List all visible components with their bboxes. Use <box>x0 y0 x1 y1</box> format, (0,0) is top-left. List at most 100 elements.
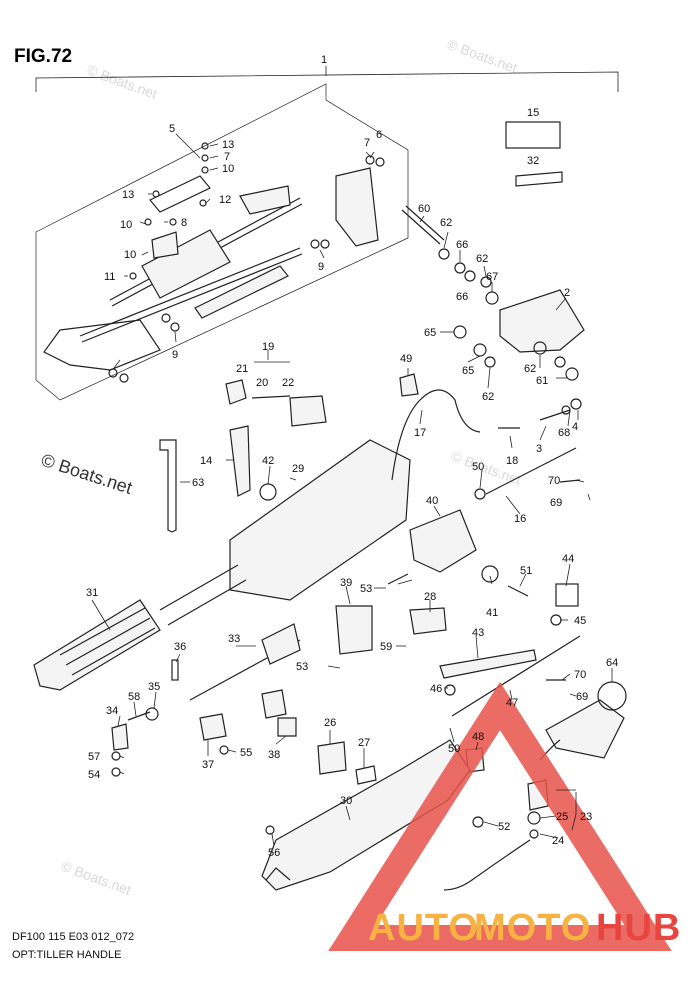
callout-52[interactable]: 52 <box>498 821 510 833</box>
figure-title: FIG.72 <box>14 46 72 67</box>
callout-45[interactable]: 45 <box>574 615 586 627</box>
callout-35[interactable]: 35 <box>148 681 160 693</box>
callout-23[interactable]: 23 <box>580 811 592 823</box>
callout-43[interactable]: 43 <box>472 627 484 639</box>
callout-60[interactable]: 60 <box>418 203 430 215</box>
callout-27[interactable]: 27 <box>358 737 370 749</box>
callout-20[interactable]: 20 <box>256 377 268 389</box>
callout-57[interactable]: 57 <box>88 751 100 763</box>
callout-49[interactable]: 49 <box>400 353 412 365</box>
callout-39[interactable]: 39 <box>340 577 352 589</box>
callout-5[interactable]: 5 <box>169 123 175 135</box>
svg-text:MOTO: MOTO <box>474 907 591 949</box>
callout-56[interactable]: 56 <box>268 847 280 859</box>
callout-62a[interactable]: 62 <box>440 217 452 229</box>
callout-17[interactable]: 17 <box>414 427 426 439</box>
shift-decal <box>505 121 561 149</box>
callout-62c[interactable]: 62 <box>482 391 494 403</box>
callout-22[interactable]: 22 <box>282 377 294 389</box>
callout-67[interactable]: 67 <box>486 271 498 283</box>
callout-1[interactable]: 1 <box>321 54 327 66</box>
callout-14[interactable]: 14 <box>200 455 212 467</box>
callout-50b[interactable]: 50 <box>448 743 460 755</box>
callout-28[interactable]: 28 <box>424 591 436 603</box>
callout-7b[interactable]: 7 <box>364 137 370 149</box>
callout-38[interactable]: 38 <box>268 749 280 761</box>
callout-44[interactable]: 44 <box>562 553 574 565</box>
callout-55[interactable]: 55 <box>240 747 252 759</box>
callout-64[interactable]: 64 <box>606 657 618 669</box>
callout-18[interactable]: 18 <box>506 455 518 467</box>
callout-21[interactable]: 21 <box>236 363 248 375</box>
callout-59[interactable]: 59 <box>380 641 392 653</box>
callout-61[interactable]: 61 <box>536 375 548 387</box>
svg-text:AUTO: AUTO <box>368 907 479 949</box>
callout-10[interactable]: 10 <box>222 163 234 175</box>
callout-29[interactable]: 29 <box>292 463 304 475</box>
arm-64 <box>545 699 625 759</box>
callout-9a[interactable]: 9 <box>318 261 324 273</box>
callout-69a[interactable]: 69 <box>550 497 562 509</box>
callout-66b[interactable]: 66 <box>456 291 468 303</box>
callout-53a[interactable]: 53 <box>360 583 372 595</box>
callout-50a[interactable]: 50 <box>472 461 484 473</box>
callout-42[interactable]: 42 <box>262 455 274 467</box>
callout-33[interactable]: 33 <box>228 633 240 645</box>
callout-63[interactable]: 63 <box>192 477 204 489</box>
callout-34[interactable]: 34 <box>106 705 118 717</box>
callout-30[interactable]: 30 <box>340 795 352 807</box>
plate-44 <box>555 583 579 607</box>
callout-9b[interactable]: 9 <box>172 349 178 361</box>
callout-51[interactable]: 51 <box>520 565 532 577</box>
clip-49 <box>399 373 419 397</box>
bracket-hardware <box>401 205 585 421</box>
callout-58[interactable]: 58 <box>128 691 140 703</box>
callout-47[interactable]: 47 <box>506 697 518 709</box>
decal-strip <box>515 171 563 187</box>
callout-4[interactable]: 4 <box>572 421 578 433</box>
callout-15[interactable]: 15 <box>527 107 539 119</box>
callout-26[interactable]: 26 <box>324 717 336 729</box>
callout-6[interactable]: 6 <box>376 129 382 141</box>
callout-36[interactable]: 36 <box>174 641 186 653</box>
callout-7[interactable]: 7 <box>224 151 230 163</box>
callout-10c[interactable]: 10 <box>124 249 136 261</box>
callout-41[interactable]: 41 <box>486 607 498 619</box>
callout-24[interactable]: 24 <box>552 835 564 847</box>
watermark: © Boats.net <box>59 858 134 898</box>
callout-69b[interactable]: 69 <box>576 691 588 703</box>
callout-32[interactable]: 32 <box>527 155 539 167</box>
callout-68[interactable]: 68 <box>558 427 570 439</box>
callout-65a[interactable]: 65 <box>424 327 436 339</box>
callout-70a[interactable]: 70 <box>548 475 560 487</box>
callout-54[interactable]: 54 <box>88 769 100 781</box>
callout-16[interactable]: 16 <box>514 513 526 525</box>
callout-13[interactable]: 13 <box>222 139 234 151</box>
switch-26 <box>317 741 347 775</box>
watermark: © Boats.net <box>85 62 160 102</box>
callout-13b[interactable]: 13 <box>122 189 134 201</box>
callout-19[interactable]: 19 <box>262 341 274 353</box>
callout-25[interactable]: 25 <box>556 811 568 823</box>
callout-12[interactable]: 12 <box>219 194 231 206</box>
callout-62b[interactable]: 62 <box>476 253 488 265</box>
callout-65b[interactable]: 65 <box>462 365 474 377</box>
callout-62d[interactable]: 62 <box>524 363 536 375</box>
callout-66a[interactable]: 66 <box>456 239 468 251</box>
pin-36 <box>171 659 179 681</box>
cable-47 <box>451 635 581 717</box>
callout-48[interactable]: 48 <box>472 731 484 743</box>
callout-3[interactable]: 3 <box>536 443 542 455</box>
callout-2[interactable]: 2 <box>564 287 570 299</box>
callout-8[interactable]: 8 <box>181 217 187 229</box>
callout-31[interactable]: 31 <box>86 587 98 599</box>
callout-37[interactable]: 37 <box>202 759 214 771</box>
copyright-watermark: © Boats.net <box>39 450 135 498</box>
callout-53b[interactable]: 53 <box>296 661 308 673</box>
callout-46[interactable]: 46 <box>430 683 442 695</box>
callout-40[interactable]: 40 <box>426 495 438 507</box>
callout-70b[interactable]: 70 <box>574 669 586 681</box>
callout-11[interactable]: 11 <box>104 271 115 283</box>
assembly-box <box>35 83 409 401</box>
callout-10b[interactable]: 10 <box>120 219 132 231</box>
